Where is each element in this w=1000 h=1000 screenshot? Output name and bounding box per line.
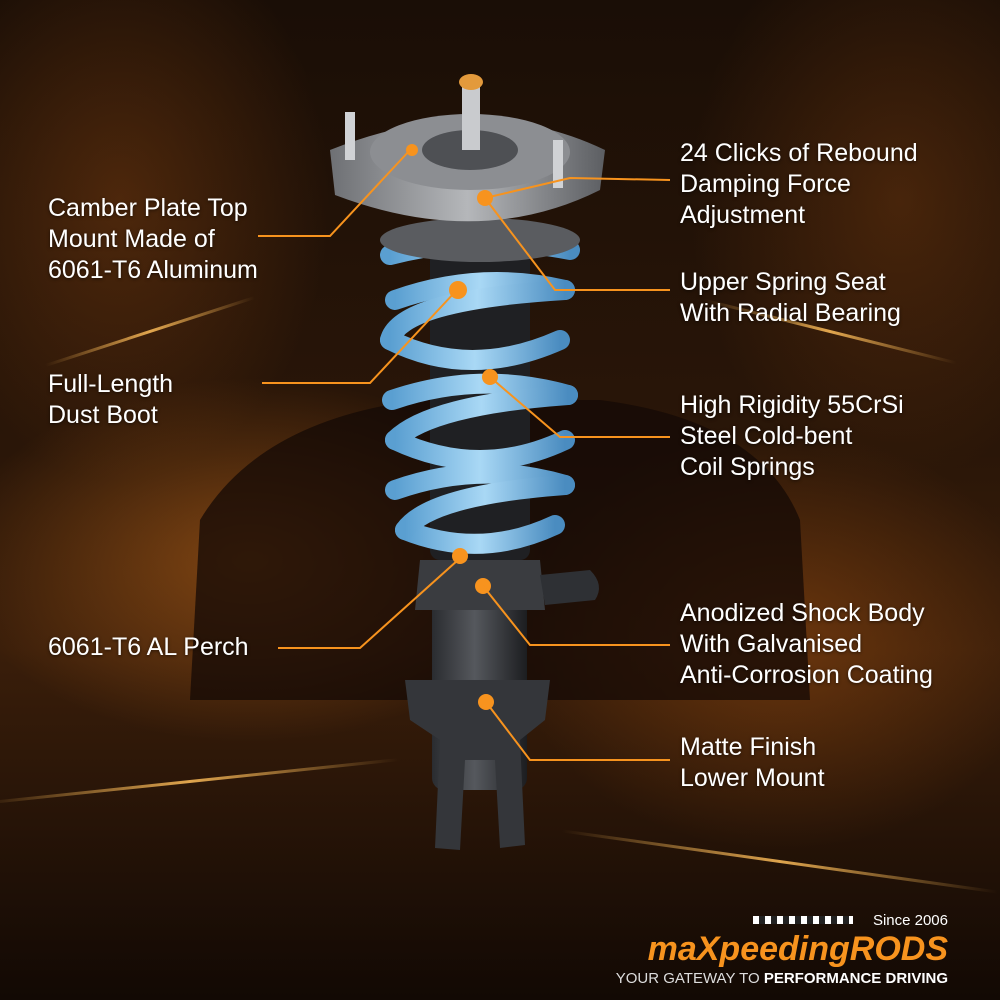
label-line: Full-Length: [48, 370, 174, 398]
adjust-knob: [462, 80, 480, 150]
label-line: Adjustment: [680, 201, 806, 229]
label-line: Upper Spring Seat: [680, 268, 886, 296]
label-line: 24 Clicks of Rebound: [680, 139, 918, 167]
label-line: With Radial Bearing: [680, 299, 901, 327]
spring-seat: [380, 218, 580, 262]
label-line: Dust Boot: [48, 401, 158, 429]
label-lower-mount: Matte Finish Lower Mount: [680, 732, 825, 794]
brand-since: Since 2006: [872, 912, 948, 929]
label-line: Matte Finish: [680, 733, 817, 761]
label-line: 6061-T6 AL Perch: [48, 633, 249, 661]
label-dust-boot: Full-Length Dust Boot: [48, 369, 173, 431]
label-line: Mount Made of: [48, 225, 215, 253]
label-perch: 6061-T6 AL Perch: [48, 632, 249, 663]
label-line: Coil Springs: [680, 453, 815, 481]
label-line: Anodized Shock Body: [680, 599, 925, 627]
label-shock-body: Anodized Shock Body With Galvanised Anti…: [680, 598, 933, 691]
side-bracket: [540, 570, 599, 605]
label-line: High Rigidity 55CrSi: [680, 391, 904, 419]
leader-lines: [258, 149, 671, 761]
label-line: Lower Mount: [680, 764, 825, 792]
top-stud: [345, 112, 355, 160]
lower-mount: [405, 680, 550, 850]
label-coil-springs: High Rigidity 55CrSi Steel Cold-bent Coi…: [680, 390, 904, 483]
adjust-knob-gold: [459, 74, 483, 90]
checkered-flag-icon: [753, 916, 853, 924]
brand-tagline-bold: PERFORMANCE DRIVING: [763, 970, 948, 987]
label-line: Camber Plate Top: [48, 194, 248, 222]
label-line: Steel Cold-bent: [680, 422, 853, 450]
label-line: Anti-Corrosion Coating: [680, 661, 933, 689]
label-line: With Galvanised: [680, 630, 863, 658]
brand-tagline: YOUR GATEWAY TO PERFORMANCE DRIVING: [616, 970, 948, 987]
brand-logo: Since 2006 maXpeedingRODS YOUR GATEWAY T…: [616, 912, 948, 987]
label-camber-plate: Camber Plate Top Mount Made of 6061-T6 A…: [48, 193, 258, 286]
top-stud: [553, 140, 563, 188]
label-line: 6061-T6 Aluminum: [48, 256, 258, 284]
label-line: Damping Force: [680, 170, 851, 198]
brand-tagline-prefix: YOUR GATEWAY TO: [615, 970, 764, 987]
label-rebound: 24 Clicks of Rebound Damping Force Adjus…: [680, 138, 918, 231]
brand-name: maXpeedingRODS: [647, 930, 948, 968]
label-spring-seat: Upper Spring Seat With Radial Bearing: [680, 267, 901, 329]
